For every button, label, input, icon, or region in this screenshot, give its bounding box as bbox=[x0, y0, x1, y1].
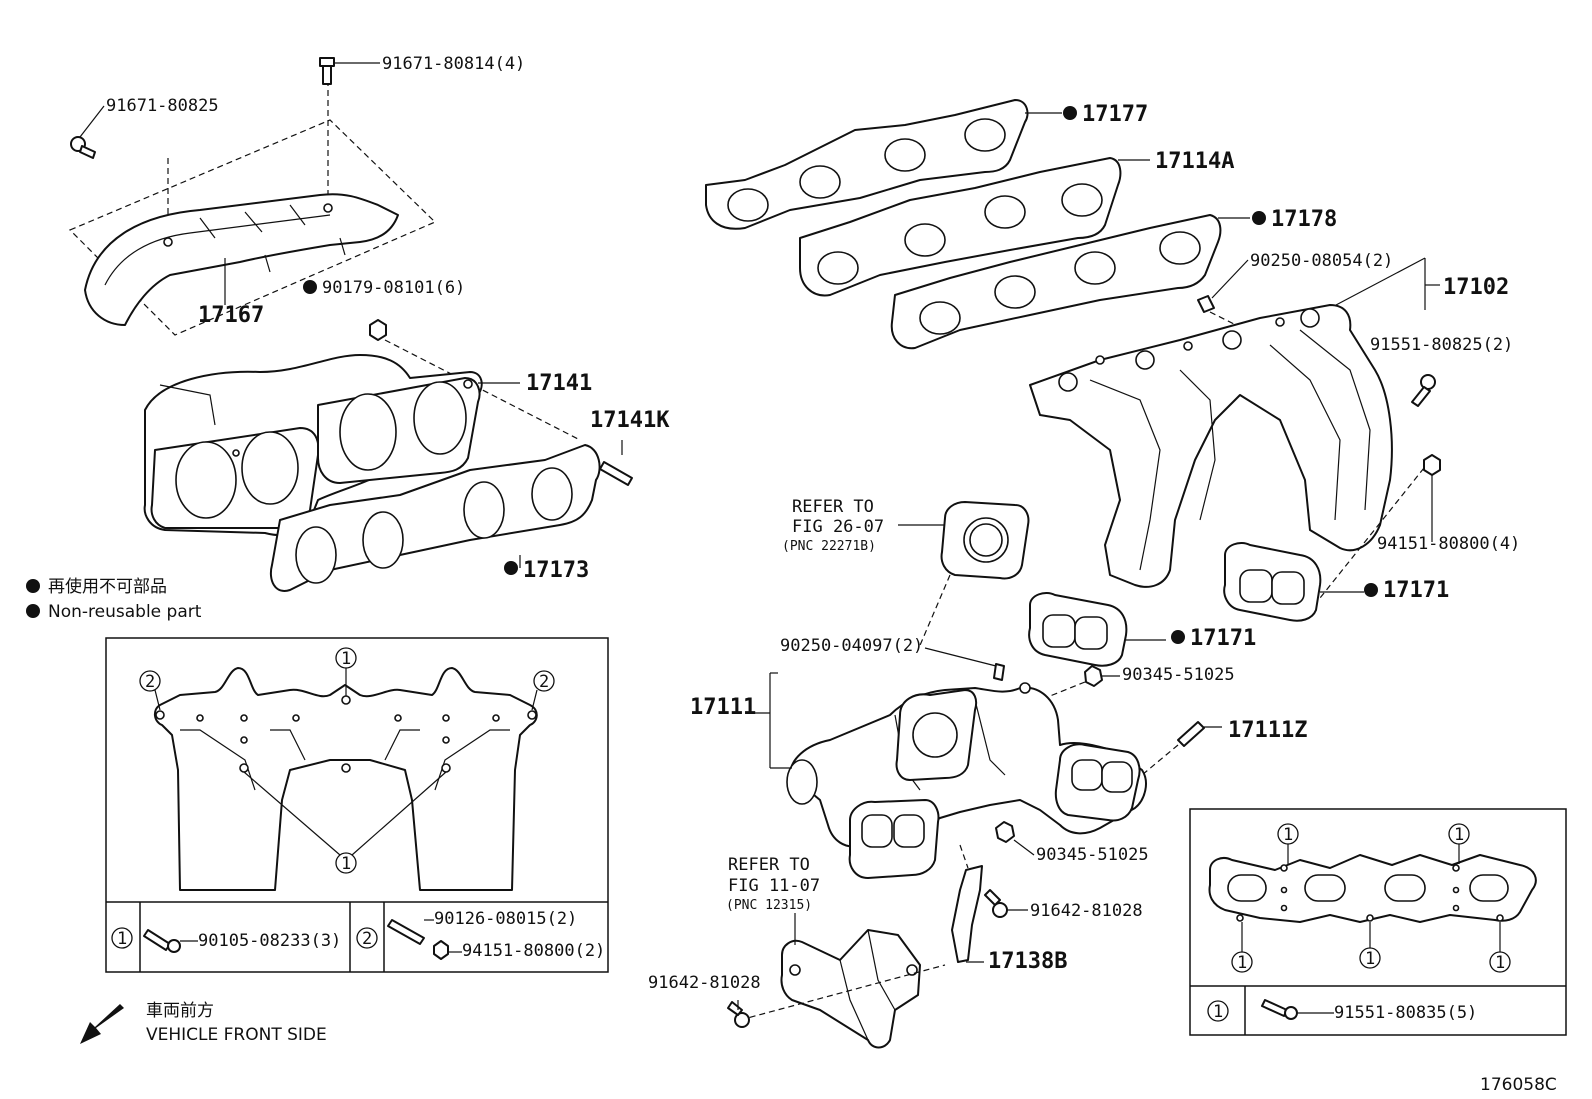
figure-id: 176058C bbox=[1480, 1075, 1557, 1095]
bolt-90345-51025-lower-icon bbox=[995, 821, 1035, 856]
label-17171-lower: 17171 bbox=[1190, 626, 1256, 651]
label-17102: 17102 bbox=[1443, 275, 1509, 300]
legend-bullet-en bbox=[26, 604, 40, 618]
refer2-line1: REFER TO bbox=[728, 855, 810, 875]
gasket-17171-upper-part bbox=[1223, 542, 1364, 622]
exhaust-manifold-17102-part bbox=[1029, 257, 1440, 588]
bracket-pnc-12315-part bbox=[739, 913, 946, 1049]
nonreusable-bullet-17173 bbox=[504, 561, 518, 575]
inset-right-marker-1-a: 1 bbox=[1283, 825, 1293, 845]
label-94151-80800-4: 94151-80800(4) bbox=[1377, 534, 1520, 554]
label-90250-08054: 90250-08054(2) bbox=[1250, 251, 1393, 271]
label-94151-80800-2: 94151-80800(2) bbox=[462, 941, 605, 961]
nonreusable-bullet-17178 bbox=[1252, 211, 1266, 225]
label-17167: 17167 bbox=[198, 303, 264, 328]
bolt-90345-51025-upper-icon bbox=[1039, 665, 1120, 701]
label-17141K: 17141K bbox=[590, 408, 670, 433]
legend-nonreusable-jp: 再使用不可部品 bbox=[48, 576, 167, 597]
label-17111: 17111 bbox=[690, 695, 756, 720]
inset-left-marker-1-top: 1 bbox=[341, 649, 351, 669]
bolt-91642-81028-right-icon bbox=[984, 889, 1028, 918]
nut-94151-80800-icon bbox=[1319, 454, 1441, 599]
inset-right-marker-1-b: 1 bbox=[1454, 825, 1464, 845]
label-91671-80814: 91671-80814(4) bbox=[382, 54, 525, 74]
label-91551-80825: 91551-80825(2) bbox=[1370, 335, 1513, 355]
legend-nonreusable-en: Non-reusable part bbox=[48, 602, 202, 622]
legend-bullet-jp bbox=[26, 579, 40, 593]
label-90126-08015: 90126-08015(2) bbox=[434, 909, 577, 929]
heat-insulator-part bbox=[68, 80, 437, 336]
label-17138B: 17138B bbox=[988, 949, 1067, 974]
exhaust-manifold-17141-part bbox=[143, 354, 520, 537]
bolt-91671-80814-icon bbox=[319, 57, 380, 85]
label-90105-08233: 90105-08233(3) bbox=[198, 931, 341, 951]
front-side-en: VEHICLE FRONT SIDE bbox=[146, 1025, 327, 1045]
label-91671-80825: 91671-80825 bbox=[106, 96, 219, 116]
inset-left-legend-marker-2: 2 bbox=[362, 929, 372, 949]
gasket-17177-part bbox=[705, 99, 1062, 230]
exhaust-manifold-17111-part bbox=[752, 647, 1147, 879]
gasket-17171-lower-part bbox=[1028, 592, 1166, 667]
inset-left-marker-2-right: 2 bbox=[539, 672, 549, 692]
gasket-17178-part bbox=[890, 214, 1250, 350]
label-91551-80835: 91551-80835(5) bbox=[1334, 1003, 1477, 1023]
label-17178: 17178 bbox=[1271, 207, 1337, 232]
refer2-line2: FIG 11-07 bbox=[728, 876, 820, 896]
label-17141: 17141 bbox=[526, 371, 592, 396]
label-91642-81028-right: 91642-81028 bbox=[1030, 901, 1143, 921]
left-inset-box bbox=[105, 637, 609, 973]
stud-17141K-icon bbox=[599, 440, 633, 486]
nut-90179-08101-icon bbox=[369, 319, 581, 441]
inset-right-legend-marker-1: 1 bbox=[1213, 1002, 1223, 1022]
label-90345-51025-upper: 90345-51025 bbox=[1122, 665, 1235, 685]
inset-left-marker-1-bottom: 1 bbox=[341, 854, 351, 874]
nonreusable-bullet-17171-b bbox=[1171, 630, 1185, 644]
inset-right-marker-1-c: 1 bbox=[1237, 953, 1247, 973]
label-17111Z: 17111Z bbox=[1228, 718, 1307, 743]
bolt-91551-80825-icon bbox=[1411, 374, 1436, 407]
label-17173: 17173 bbox=[523, 558, 589, 583]
label-17114A: 17114A bbox=[1155, 149, 1234, 174]
refer1-line3: (PNC 22271B) bbox=[782, 539, 876, 554]
label-17171-upper: 17171 bbox=[1383, 578, 1449, 603]
right-inset-box bbox=[1189, 808, 1567, 1036]
label-90250-04097: 90250-04097(2) bbox=[780, 636, 923, 656]
nonreusable-bullet-90179 bbox=[303, 280, 317, 294]
nonreusable-bullet-17177 bbox=[1063, 106, 1077, 120]
label-17177: 17177 bbox=[1082, 102, 1148, 127]
bolt-91642-81028-left-icon bbox=[727, 1000, 750, 1028]
bolt-91671-80825-icon bbox=[70, 105, 105, 159]
inset-right-marker-1-e: 1 bbox=[1495, 953, 1505, 973]
refer2-line3: (PNC 12315) bbox=[726, 898, 812, 913]
inset-left-marker-2-left: 2 bbox=[145, 672, 155, 692]
gasket-pnc-22271b-part bbox=[898, 501, 1030, 651]
gasket-17173-part bbox=[270, 444, 601, 592]
vehicle-front-arrow-icon bbox=[80, 1004, 124, 1044]
inset-right-marker-1-d: 1 bbox=[1365, 949, 1375, 969]
front-side-jp: 車両前方 bbox=[146, 1001, 214, 1021]
refer1-line1: REFER TO bbox=[792, 497, 874, 517]
stay-17138B-part bbox=[951, 844, 984, 963]
refer1-line2: FIG 26-07 bbox=[792, 517, 884, 537]
gasket-17114A-part bbox=[799, 157, 1150, 297]
label-90345-51025-lower: 90345-51025 bbox=[1036, 845, 1149, 865]
nonreusable-bullet-17171-a bbox=[1364, 583, 1378, 597]
label-91642-81028-left: 91642-81028 bbox=[648, 973, 761, 993]
label-90179-08101: 90179-08101(6) bbox=[322, 278, 465, 298]
inset-left-legend-marker-1: 1 bbox=[117, 929, 127, 949]
